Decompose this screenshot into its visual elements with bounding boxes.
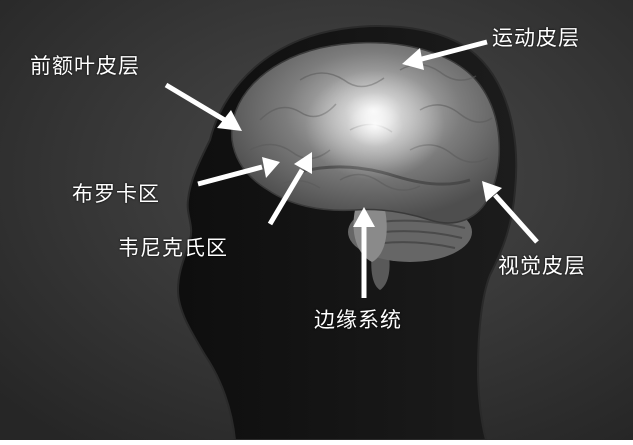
label-broca-area: 布罗卡区 (72, 182, 160, 206)
arrowhead-motor-cortex (402, 48, 424, 70)
pointer-arrows (164, 39, 539, 298)
arrowhead-limbic-system (353, 207, 375, 227)
arrowhead-visual-cortex (482, 181, 502, 202)
arrowhead-broca-area (262, 157, 280, 178)
arrow-prefrontal-cortex (164, 82, 230, 125)
arrow-wernicke-area (267, 168, 305, 226)
label-visual-cortex: 视觉皮层 (498, 254, 586, 278)
cortex-glow (305, 70, 445, 180)
arrow-motor-cortex (417, 39, 488, 63)
arrow-visual-cortex (493, 193, 539, 244)
spinal-cord (371, 250, 390, 290)
label-limbic-system: 边缘系统 (314, 308, 402, 332)
arrowhead-wernicke-area (294, 152, 312, 174)
label-wernicke-area: 韦尼克氏区 (118, 236, 228, 260)
arrow-broca-area (197, 164, 263, 187)
label-motor-cortex: 运动皮层 (492, 26, 580, 50)
arrowhead-prefrontal-cortex (217, 110, 242, 131)
label-prefrontal-cortex: 前额叶皮层 (30, 54, 140, 78)
